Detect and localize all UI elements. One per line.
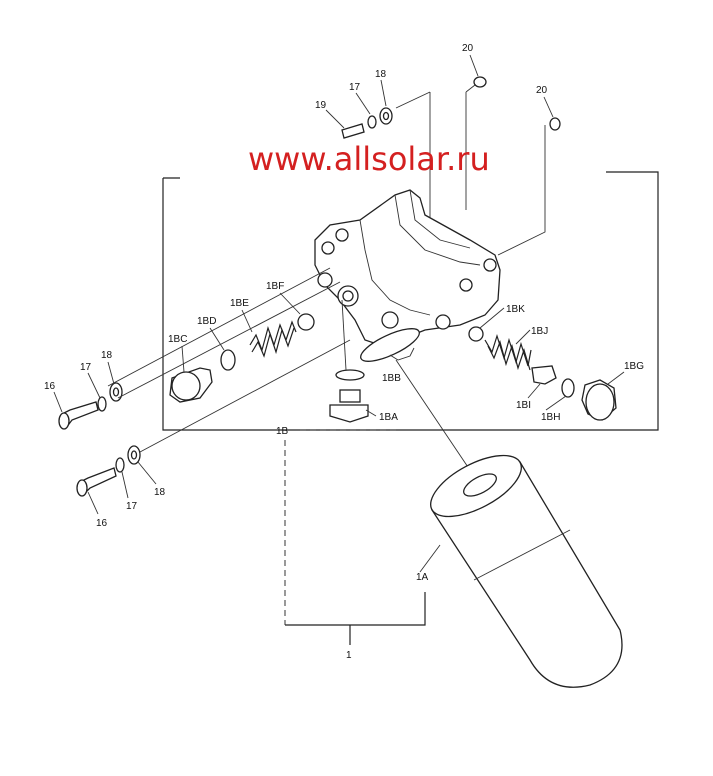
label-1bb: 1BB bbox=[382, 373, 401, 384]
label-1bg: 1BG bbox=[624, 361, 644, 372]
seal-1bh bbox=[561, 378, 575, 398]
label-1bd: 1BD bbox=[197, 316, 216, 327]
label-20-a: 20 bbox=[462, 43, 474, 54]
label-1bk: 1BK bbox=[506, 304, 525, 315]
o-ring-20-a bbox=[473, 76, 487, 88]
label-1bc: 1BC bbox=[168, 334, 187, 345]
washer-18-upper bbox=[109, 382, 123, 402]
filter-cartridge-1a bbox=[430, 454, 623, 688]
o-ring-20-b bbox=[549, 117, 561, 131]
assembly-frame bbox=[162, 171, 659, 431]
label-17-top: 17 bbox=[349, 82, 361, 93]
washer-18-lower bbox=[127, 445, 141, 465]
label-1: 1 bbox=[346, 650, 352, 661]
label-17-lower: 17 bbox=[126, 501, 138, 512]
group-bracket bbox=[284, 429, 426, 645]
watermark-text: www.allsolar.ru bbox=[248, 140, 490, 178]
leader-lines-top bbox=[395, 84, 546, 256]
label-16-lower: 16 bbox=[96, 518, 108, 529]
valve-1bi bbox=[531, 365, 557, 385]
label-1be: 1BE bbox=[230, 298, 249, 309]
filter-housing bbox=[314, 189, 501, 362]
label-1ba: 1BA bbox=[379, 412, 398, 423]
label-1bf: 1BF bbox=[266, 281, 284, 292]
part-labels: 1 1A 1B 1BA 1BB 1BC 1BD 1BE 1BF 1BG 1BH … bbox=[44, 43, 644, 661]
spring-1bj bbox=[484, 334, 532, 371]
spring-1be bbox=[249, 320, 297, 358]
label-18-top: 18 bbox=[375, 69, 387, 80]
label-1bh: 1BH bbox=[541, 412, 560, 423]
washer-17-upper bbox=[97, 396, 107, 412]
label-17-upper: 17 bbox=[80, 362, 92, 373]
seal-1bd bbox=[220, 349, 236, 371]
label-1a: 1A bbox=[416, 572, 429, 583]
washer-17-lower bbox=[115, 457, 125, 473]
label-20-b: 20 bbox=[536, 85, 548, 96]
ball-1bk bbox=[468, 326, 484, 342]
washer-17-top bbox=[367, 115, 377, 129]
bolt-19 bbox=[341, 123, 365, 139]
label-18-lower: 18 bbox=[154, 487, 166, 498]
label-16-upper: 16 bbox=[44, 381, 56, 392]
alignment-lines bbox=[107, 267, 481, 486]
washer-18-top bbox=[379, 107, 393, 125]
label-leaders bbox=[53, 54, 625, 573]
ball-1bf bbox=[297, 313, 315, 331]
label-19: 19 bbox=[315, 100, 327, 111]
fitting-1bc bbox=[169, 367, 213, 403]
bolt-16-lower bbox=[76, 467, 117, 497]
fitting-1bg bbox=[581, 379, 617, 421]
plug-1ba bbox=[329, 369, 369, 423]
bolt-16-upper bbox=[58, 401, 99, 430]
label-18-upper: 18 bbox=[101, 350, 113, 361]
label-1bj: 1BJ bbox=[531, 326, 548, 337]
label-1bi: 1BI bbox=[516, 400, 531, 411]
label-1b: 1B bbox=[276, 426, 289, 437]
